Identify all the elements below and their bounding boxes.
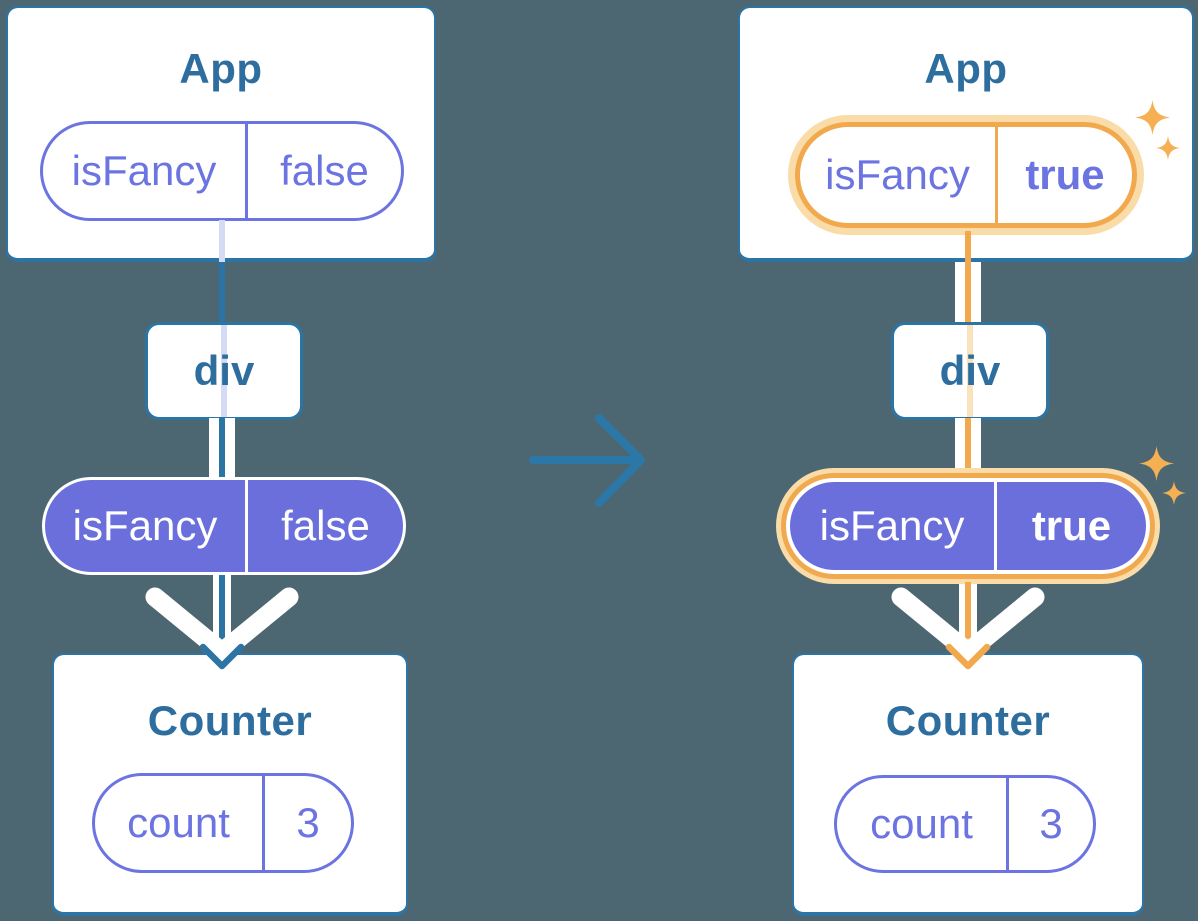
sparkle-icon: [1162, 481, 1186, 505]
state-pill: count 3: [834, 775, 1096, 873]
prop-trace-line: [965, 418, 971, 476]
prop-value: true: [1031, 502, 1112, 549]
state-name: count: [837, 778, 1009, 870]
prop-trace-line: [965, 231, 971, 324]
transition-arrow-icon: [529, 414, 645, 507]
prop-pipe-line: [225, 575, 231, 639]
state-value: 3: [296, 799, 320, 846]
sparkle-icon: [1139, 446, 1174, 481]
tree-edge: [219, 418, 225, 480]
prop-trace-line: [219, 220, 225, 262]
app-prop-pill: isFancy true: [795, 122, 1137, 228]
prop-pipe-line: [225, 418, 235, 480]
prop-pipe-line: [971, 262, 981, 324]
div-label: div: [939, 347, 1001, 394]
prop-pipe-line: [971, 584, 977, 639]
tree-edge: [219, 575, 225, 660]
prop-pipe-line: [955, 262, 965, 324]
tree-edge: [219, 262, 225, 324]
div-node: div: [145, 322, 303, 420]
prop-value: false: [280, 147, 369, 194]
prop-pipe-line: [971, 418, 981, 476]
passed-prop-pill: isFancy true: [786, 478, 1150, 574]
div-label: div: [193, 347, 255, 394]
prop-trace-line: [965, 582, 971, 660]
prop-pipe-line: [955, 418, 965, 476]
prop-name: isFancy: [800, 127, 998, 223]
counter-title: Counter: [147, 697, 313, 744]
state-name: count: [95, 776, 265, 870]
prop-value: true: [1025, 151, 1105, 198]
state-value: 3: [1039, 800, 1063, 847]
prop-value: false: [281, 502, 370, 549]
prop-trace-line: [967, 325, 973, 417]
prop-trace-line: [221, 325, 227, 417]
prop-name: isFancy: [45, 480, 248, 572]
app-title: App: [179, 45, 263, 92]
prop-pipe-line: [209, 418, 219, 480]
app-title: App: [924, 45, 1008, 92]
div-node: div: [891, 322, 1049, 420]
passed-prop-pill: isFancy false: [42, 477, 406, 575]
state-pill: count 3: [92, 773, 354, 873]
app-prop-pill: isFancy false: [40, 121, 404, 221]
counter-title: Counter: [885, 697, 1051, 744]
prop-name: isFancy: [43, 124, 248, 218]
prop-name: isFancy: [790, 482, 997, 570]
